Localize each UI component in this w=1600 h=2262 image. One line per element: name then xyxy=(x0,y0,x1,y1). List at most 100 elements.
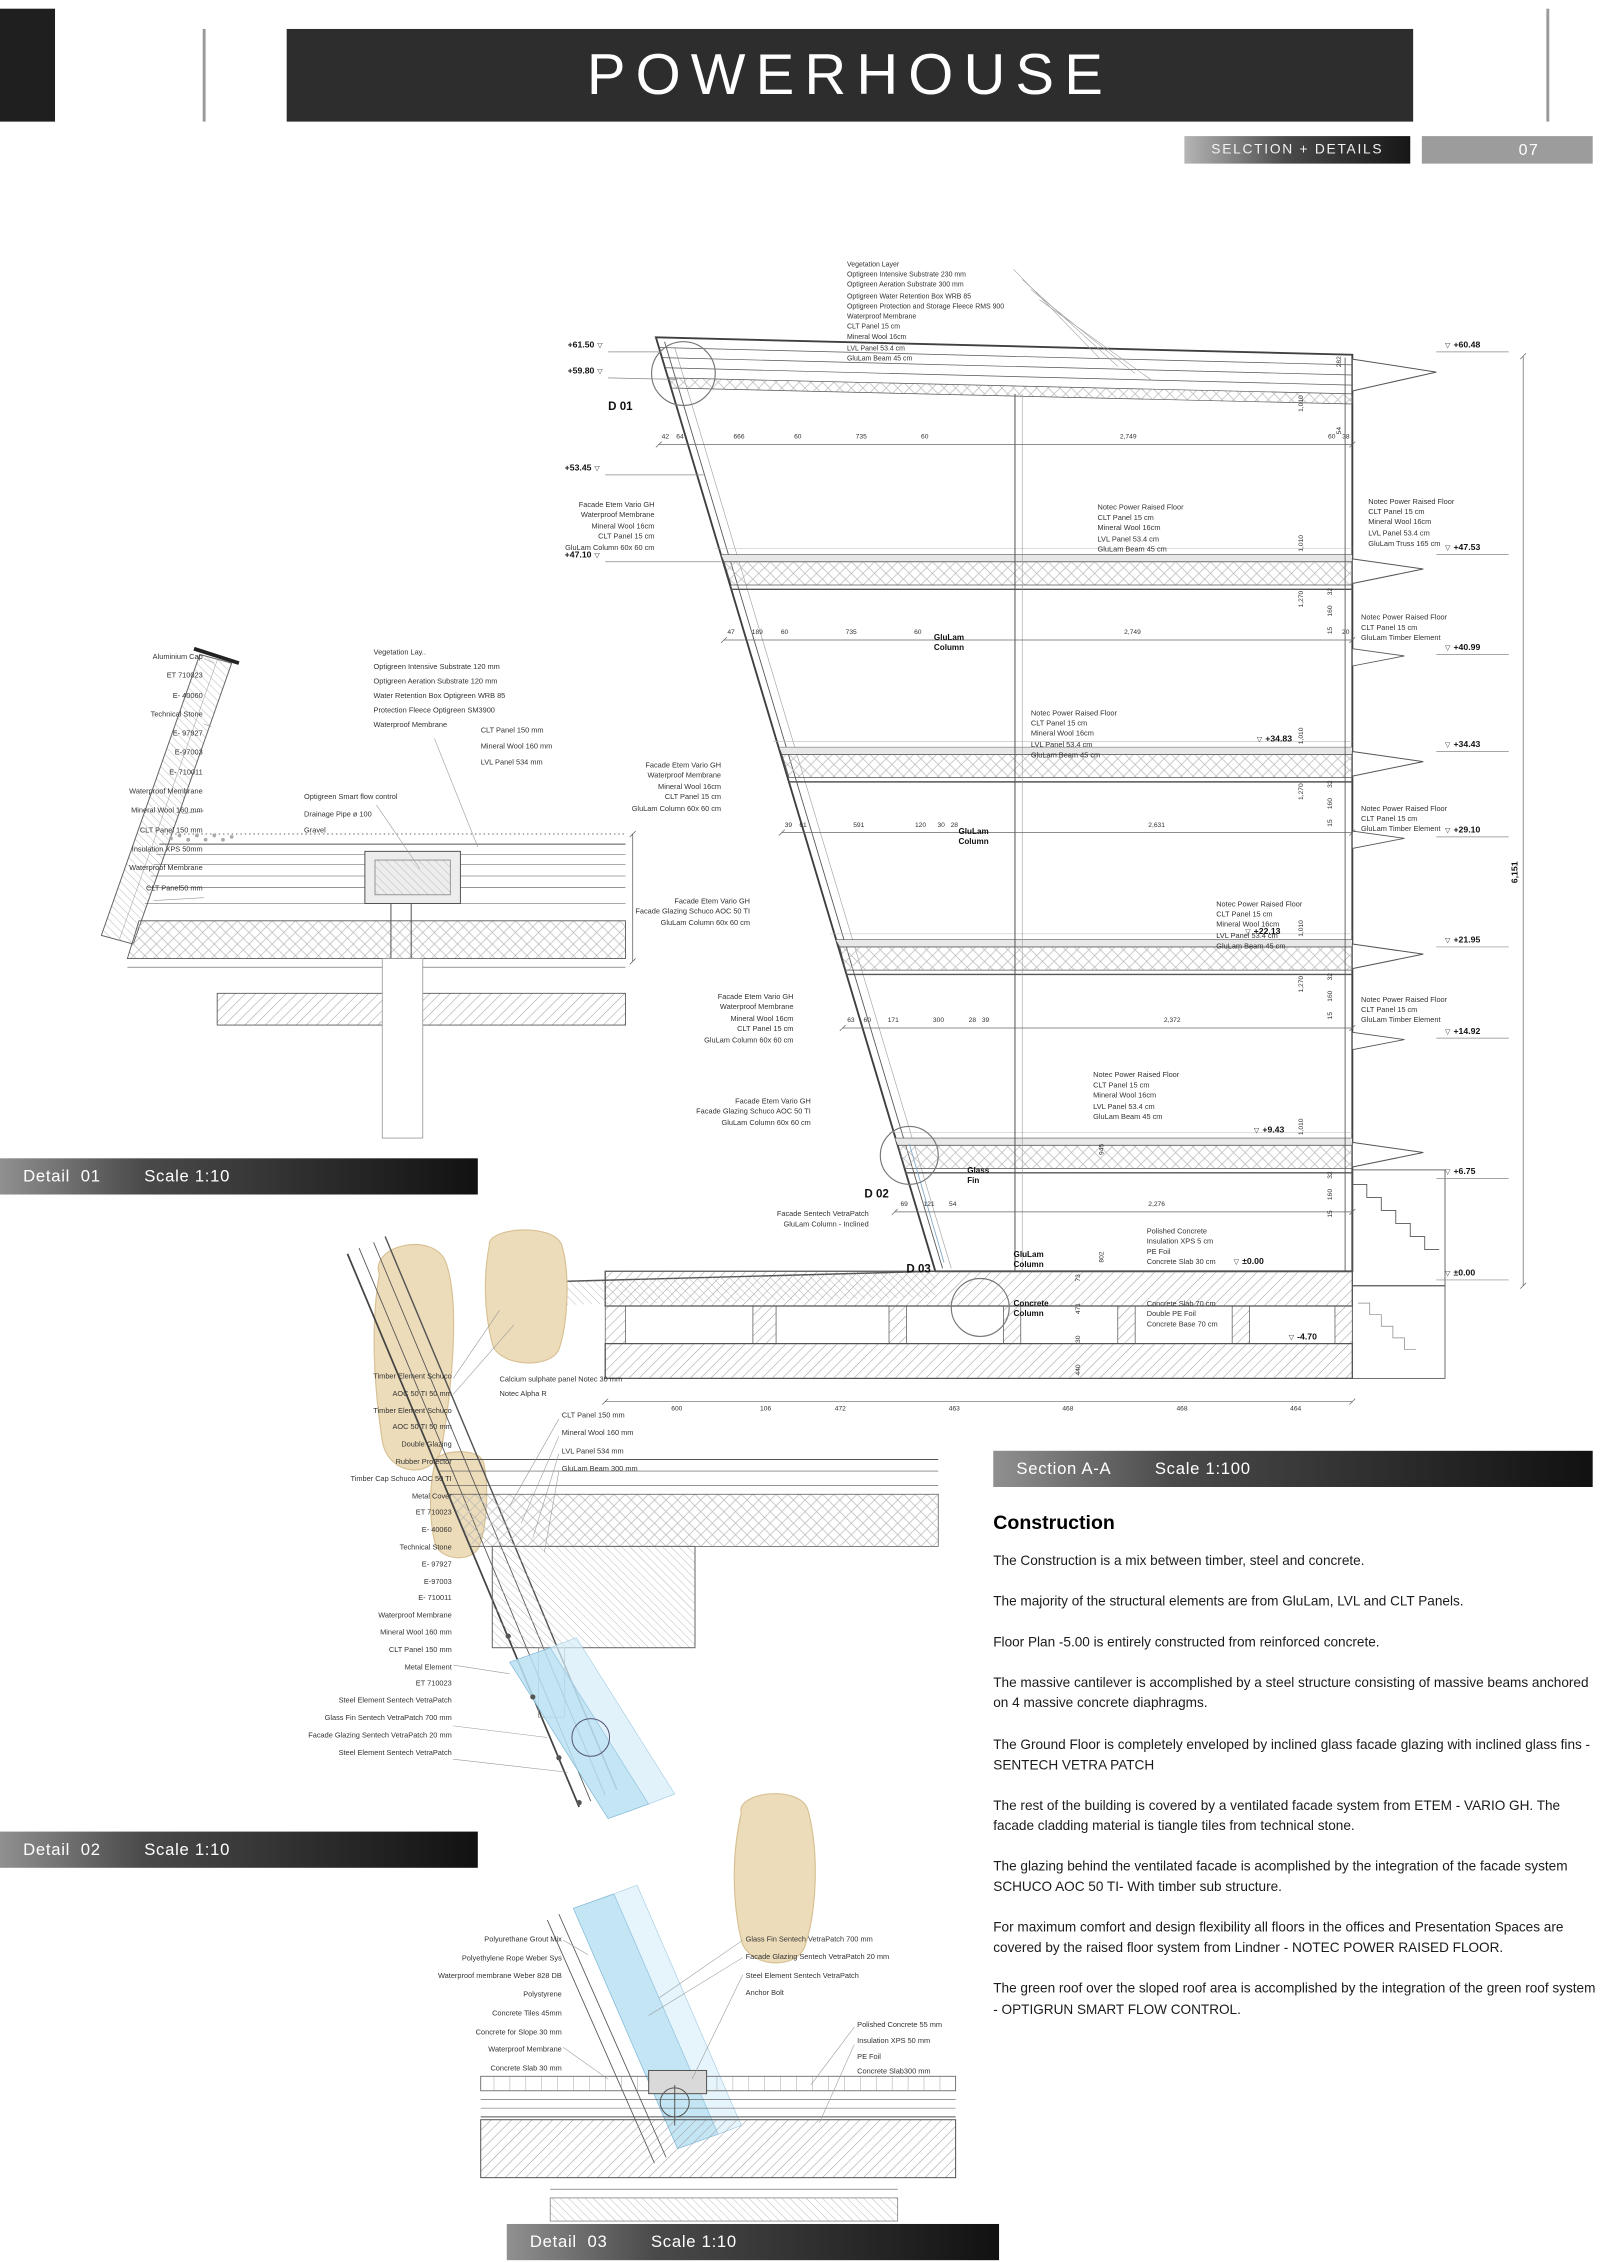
detail01-label: CLT Panel 150 mm xyxy=(480,726,544,736)
elevation-right-2: ▽+47.53 xyxy=(1445,544,1480,553)
roof-layer-label: Mineral Wool 16cm xyxy=(847,335,907,343)
floor-edge-label: GluLam Timber Element xyxy=(1361,825,1441,835)
facade-layer-label: CLT Panel 15 cm xyxy=(598,533,655,542)
dim-value: 945 xyxy=(1097,1143,1105,1155)
detail02-label: Steel Element Sentech VetraPatch xyxy=(338,1697,452,1706)
construction-block: Construction The Construction is a mix b… xyxy=(993,1512,1595,2040)
floor-edge-label: CLT Panel 15 cm xyxy=(1361,624,1418,634)
dim-value: 32 xyxy=(1326,1171,1334,1179)
floor-layer-label: Mineral Wool 16cm xyxy=(1368,518,1432,528)
floor-layer-label: GluLam Beam 45 cm xyxy=(1097,545,1167,555)
vdim-ground-right: 802 945 xyxy=(1098,1144,1105,1263)
dim-value: 60 xyxy=(921,432,929,441)
elevation-triangle-icon: ▽ xyxy=(597,367,603,377)
roof-layer-label: GluLam Beam 45 cm xyxy=(847,355,913,364)
floor-layer-label: GluLam Beam 45 cm xyxy=(1093,1113,1163,1122)
dim-value: 38 xyxy=(1342,432,1350,441)
elevation-triangle-icon: ▽ xyxy=(1445,826,1451,836)
detail01-label: Optigreen Smart flow control xyxy=(304,793,398,803)
ground-layer-label: Insulation XPS 5 cm xyxy=(1146,1237,1214,1247)
roof-layer-label: Optigreen Water Retention Box WRB 85 xyxy=(847,293,972,301)
detail02-label: ET 710023 xyxy=(415,1680,452,1689)
detail02-label: Calcium sulphate panel Notec 30 mm xyxy=(499,1375,623,1385)
facade-layer-label: CLT Panel 15 cm xyxy=(664,793,722,803)
detail-01-caption: Detail 01 xyxy=(23,1167,101,1186)
detail-03-caption-bar: Detail 03 Scale 1:10 xyxy=(506,2223,1000,2261)
elevation-right-4: ▽+34.43 xyxy=(1445,741,1480,750)
dim-value: 464 xyxy=(1290,1404,1302,1412)
detail03-label: PE Foil xyxy=(857,2052,881,2062)
fin-layer-label: Facade Sentech VetraPatch xyxy=(776,1210,869,1220)
dim-value: 468 xyxy=(1062,1404,1074,1412)
floor-layer-label: GluLam Truss 165 cm xyxy=(1368,539,1441,549)
detail02-drawing-linework xyxy=(346,1229,939,1820)
facade-layer-label: Waterproof Membrane xyxy=(719,1003,794,1013)
total-height-dim: 6,151 xyxy=(1511,861,1521,884)
elevation-triangle-icon: ▽ xyxy=(1445,1028,1451,1037)
header-band: POWERHOUSE xyxy=(286,28,1414,122)
elevation-value: +47.10 xyxy=(564,551,592,561)
dim-value: 73 xyxy=(1074,1274,1082,1282)
elevation-right-5: ▽+29.10 xyxy=(1445,827,1480,836)
facade-layer-label: Facade Etem Vario GH xyxy=(717,993,794,1002)
detail01-label: E-97003 xyxy=(174,749,203,758)
elevation-triangle-icon: ▽ xyxy=(1256,735,1263,745)
dim-value: 471 xyxy=(1074,1303,1082,1315)
dim-value: 802 xyxy=(1097,1251,1105,1263)
detail01-label: E- 40060 xyxy=(172,691,203,701)
elevation-value: +60.48 xyxy=(1453,341,1481,351)
elevation-right-7: ▽+14.92 xyxy=(1445,1028,1480,1037)
detail03-label: Concrete for Slope 30 mm xyxy=(475,2027,562,2037)
dim-value: 106 xyxy=(760,1404,772,1412)
detail02-label: Glass Fin Sentech VetraPatch 700 mm xyxy=(324,1714,452,1723)
concrete-column-label: Concrete Column xyxy=(1013,1300,1049,1319)
glulam-column-label-1: GluLam Column xyxy=(933,634,965,653)
elevation-value: +9.43 xyxy=(1262,1126,1285,1136)
elevation-value: +47.53 xyxy=(1453,544,1481,554)
detail01-label: Waterproof Membrane xyxy=(129,864,203,874)
dim-value: 300 xyxy=(932,1016,945,1024)
detail01-label: Protection Fleece Optigreen SM3900 xyxy=(373,706,495,716)
construction-title: Construction xyxy=(993,1511,1115,1534)
dim-value: 2,372 xyxy=(1163,1016,1181,1024)
dim-value: 32 xyxy=(1326,587,1334,596)
facade-layer-label: Waterproof Membrane xyxy=(647,772,722,782)
detail01-label: Aluminium Cap xyxy=(152,653,203,662)
dim-value: 28 xyxy=(968,1016,977,1024)
dim-value: 1,010 xyxy=(1297,1118,1305,1136)
facade-layer-label: Facade Etem Vario GH xyxy=(735,1097,811,1107)
roof-layer-label: Optigreen Protection and Storage Fleece … xyxy=(847,303,1005,312)
elevation-left-4: +47.10▽ xyxy=(565,552,600,561)
detail02-label: Metal Element xyxy=(404,1662,452,1672)
dim-value: 160 xyxy=(1326,798,1334,810)
elevation-left-3: +53.45▽ xyxy=(565,465,600,474)
page-title: POWERHOUSE xyxy=(586,42,1113,107)
dim-value: 60 xyxy=(794,432,802,441)
ground-layer-label: PE Foil xyxy=(1146,1248,1171,1257)
facade-layer-label: GluLam Column 60x 60 cm xyxy=(631,804,722,814)
elevation-value: +14.92 xyxy=(1453,1028,1481,1037)
detail03-label: Polyethylene Rope Weber Sys xyxy=(461,1954,562,1963)
detail-02-caption: Detail 02 xyxy=(23,1841,101,1859)
glulam-column-label-2: GluLam Column xyxy=(958,828,989,847)
elevation-triangle-icon: ▽ xyxy=(1253,1126,1260,1136)
detail03-label: Anchor Bolt xyxy=(745,1989,784,1998)
detail02-label: Double Glazing xyxy=(401,1440,452,1450)
page-number-bar: 07 xyxy=(1421,136,1593,164)
floor-layer-label: Notec Power Raised Floor xyxy=(1216,900,1303,910)
dim-value: 28 xyxy=(950,820,959,829)
